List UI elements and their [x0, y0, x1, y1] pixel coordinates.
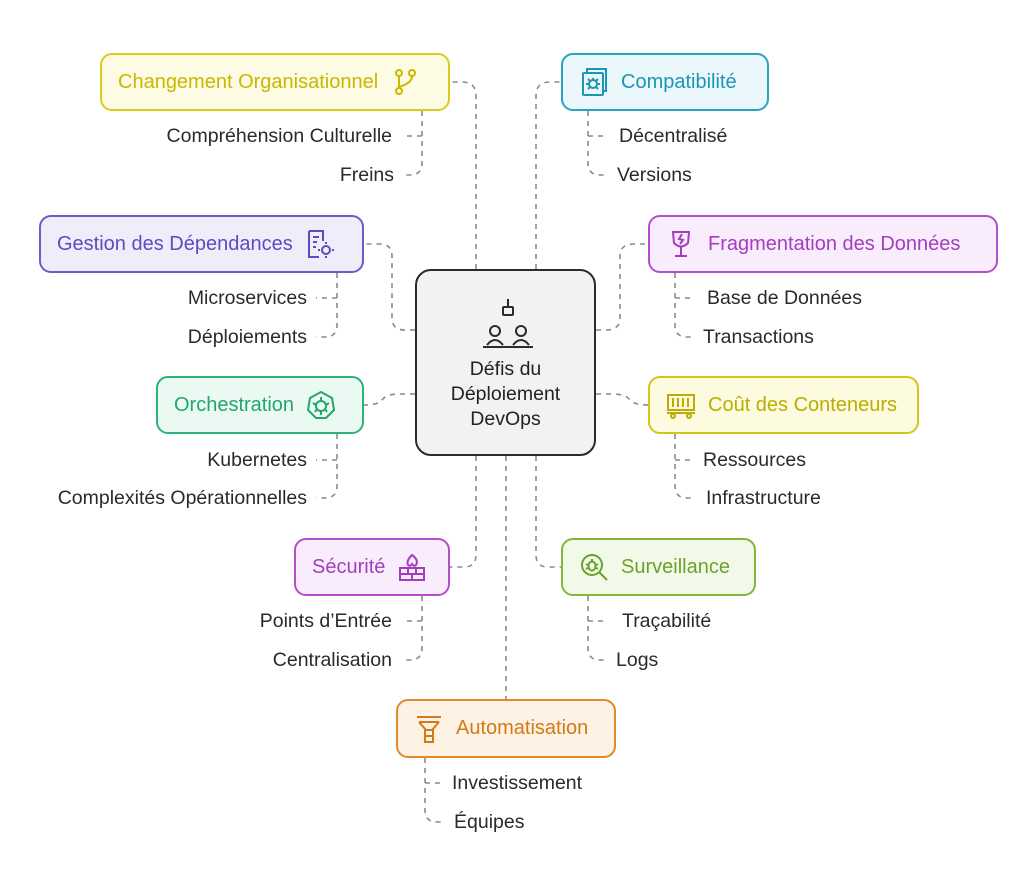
sub-item-comprehension-culturelle: Compréhension Culturelle [166, 125, 392, 147]
sub-item-decentralise: Décentralisé [619, 125, 728, 147]
branch-compatibilite: Compatibilité [561, 53, 769, 111]
kubernetes-helm-icon [306, 390, 336, 419]
branch-title: Changement Organisationnel [118, 70, 379, 93]
branch-cout-des-conteneurs: Coût des Conteneurs [648, 376, 919, 434]
bug-document-icon [582, 68, 607, 96]
central-line-3: DevOps [470, 408, 541, 430]
central-topic: Défis du Déploiement DevOps [415, 269, 596, 456]
sub-item-infrastructure: Infrastructure [706, 487, 821, 509]
central-topic-label: Défis du Déploiement DevOps [417, 357, 594, 432]
sub-item-base-de-donnees: Base de Données [707, 287, 863, 309]
sub-item-logs: Logs [616, 649, 659, 671]
sub-item-versions: Versions [617, 164, 692, 186]
sub-item-microservices: Microservices [187, 287, 307, 309]
branch-title: Compatibilité [621, 70, 737, 93]
firewall-icon [399, 553, 426, 581]
branch-title: Automatisation [456, 717, 589, 739]
sub-item-investissement: Investissement [452, 772, 583, 794]
team-meeting-icon [483, 299, 533, 348]
sub-item-tracabilite: Traçabilité [622, 610, 712, 632]
branch-title: Gestion des Dépendances [57, 232, 293, 255]
branch-title: Coût des Conteneurs [708, 393, 898, 416]
sub-item-kubernetes: Kubernetes [207, 449, 307, 471]
branch-orchestration: Orchestration [156, 376, 364, 434]
branch-fragmentation-des-donnees: Fragmentation des Données [648, 215, 998, 273]
sub-item-complexites-operationnelles: Complexités Opérationnelles [57, 487, 307, 509]
sub-item-transactions: Transactions [703, 326, 814, 348]
container-icon [667, 394, 695, 419]
branch-title: Sécurité [312, 555, 386, 578]
config-document-icon [307, 230, 334, 258]
branch-changement-organisationnel: Changement Organisationnel [100, 53, 450, 111]
sub-item-points-d-entree: Points d’Entrée [259, 610, 392, 632]
branch-automatisation: Automatisation [396, 699, 616, 758]
sub-item-centralisation: Centralisation [272, 649, 392, 671]
branch-title: Orchestration [174, 393, 295, 416]
branch-securite: Sécurité [294, 538, 450, 596]
branch-title: Surveillance [621, 555, 730, 578]
broken-glass-icon [671, 231, 691, 257]
sub-item-equipes: Équipes [454, 811, 525, 833]
sub-item-deploiements: Déploiements [187, 326, 307, 348]
branch-gestion-des-dependances: Gestion des Dépendances [39, 215, 364, 273]
branch-surveillance: Surveillance [561, 538, 756, 596]
branch-title: Fragmentation des Données [708, 232, 961, 255]
git-branch-icon [395, 69, 417, 95]
central-line-2: Déploiement [450, 383, 561, 405]
central-line-1: Défis du [469, 358, 542, 380]
funnel-icon [417, 715, 441, 743]
bug-search-icon [581, 554, 608, 581]
sub-item-ressources: Ressources [703, 449, 806, 471]
sub-item-freins: Freins [339, 164, 394, 186]
